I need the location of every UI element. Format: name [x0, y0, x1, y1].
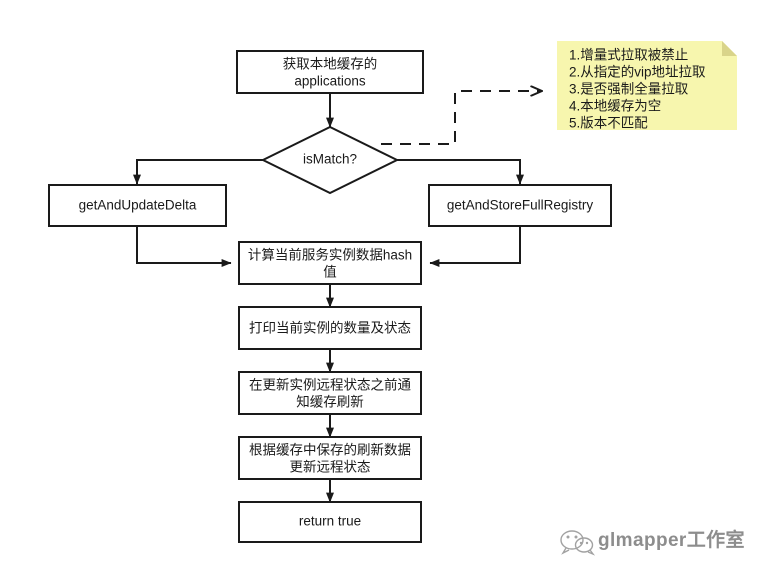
end-box[interactable] — [238, 501, 422, 543]
notify-label-line1: 在更新实例远程状态之前通 — [249, 377, 411, 393]
print-box[interactable] — [238, 306, 422, 350]
update-label-line1: 根据缓存中保存的刷新数据 — [249, 443, 411, 458]
node-hash[interactable]: 计算当前服务实例数据hash 值 — [238, 241, 422, 285]
note-line-1: 1.增量式拉取被禁止 — [569, 48, 688, 63]
start-label-line2: applications — [294, 74, 366, 89]
note-fold-corner — [722, 41, 737, 56]
update-label-line2: 更新远程状态 — [290, 460, 371, 475]
edge-decision-to-full — [397, 159, 524, 185]
edge-delta-to-hash — [136, 226, 232, 267]
delta-box[interactable] — [48, 184, 227, 227]
note-background[interactable] — [557, 41, 737, 130]
node-end[interactable]: return true — [238, 501, 422, 543]
note-line-4: 4.本地缓存为空 — [569, 99, 661, 114]
hash-label-line1: 计算当前服务实例数据hash — [248, 247, 412, 263]
full-box[interactable] — [428, 184, 612, 227]
note-line-2: 2.从指定的vip地址拉取 — [569, 65, 706, 80]
delta-label: getAndUpdateDelta — [79, 198, 197, 213]
watermark-label: glmapper工作室 — [598, 528, 745, 551]
node-full[interactable]: getAndStoreFullRegistry — [428, 184, 612, 227]
hash-box[interactable] — [238, 241, 422, 285]
edges-layer — [133, 91, 542, 503]
end-label: return true — [299, 514, 361, 529]
node-notify[interactable]: 在更新实例远程状态之前通 知缓存刷新 — [238, 371, 422, 415]
node-start[interactable]: 获取本地缓存的 applications — [236, 50, 424, 94]
node-update[interactable]: 根据缓存中保存的刷新数据 更新远程状态 — [238, 436, 422, 480]
hash-label-line2: 值 — [323, 265, 337, 280]
watermark: glmapper工作室 — [560, 528, 745, 556]
notify-label-line2: 知缓存刷新 — [296, 394, 364, 410]
node-decision[interactable]: isMatch? — [260, 125, 400, 195]
decision-diamond[interactable] — [260, 125, 400, 195]
decision-label: isMatch? — [303, 152, 357, 167]
print-label: 打印当前实例的数量及状态 — [249, 320, 411, 336]
note-line-5: 5.版本不匹配 — [569, 116, 648, 131]
wechat-icon — [560, 530, 596, 556]
notify-box[interactable] — [238, 371, 422, 415]
edge-decision-to-note — [381, 91, 542, 145]
node-print[interactable]: 打印当前实例的数量及状态 — [238, 306, 422, 350]
start-label-line1: 获取本地缓存的 — [283, 57, 378, 72]
note-line-3: 3.是否强制全量拉取 — [569, 81, 689, 97]
edge-decision-to-delta — [133, 159, 263, 185]
edge-full-to-hash — [429, 226, 521, 267]
full-label: getAndStoreFullRegistry — [447, 198, 594, 213]
update-box[interactable] — [238, 436, 422, 480]
sticky-note[interactable]: 1.增量式拉取被禁止 2.从指定的vip地址拉取 3.是否强制全量拉取 4.本地… — [557, 41, 737, 131]
start-box[interactable] — [236, 50, 424, 94]
node-delta[interactable]: getAndUpdateDelta — [48, 184, 227, 227]
